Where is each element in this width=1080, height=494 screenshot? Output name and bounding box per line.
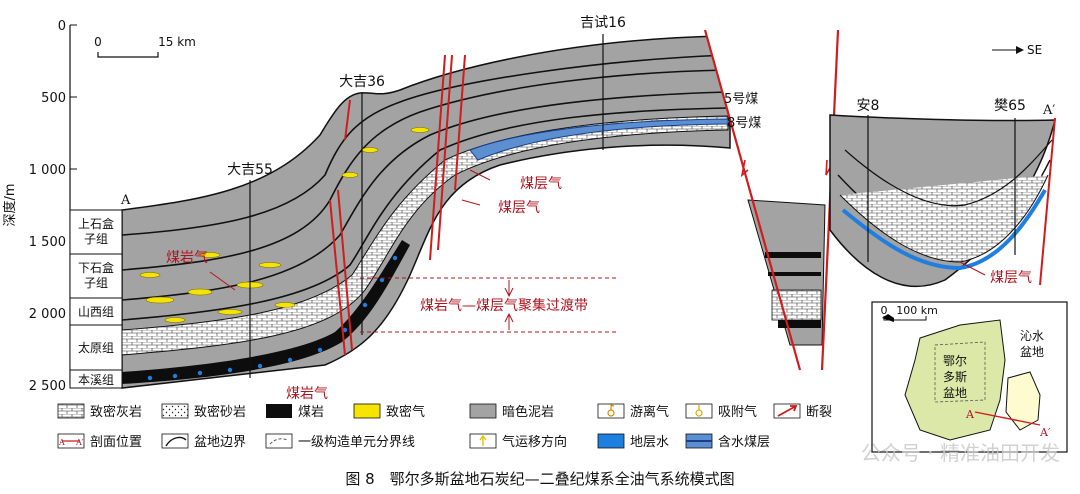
annotation-tight-gas-2: 煤岩气 (286, 386, 328, 402)
annotation-cbm-2: 煤层气 (498, 200, 540, 216)
formation-taiyuan: 太原组 (78, 340, 114, 355)
legend-section-a: A (58, 438, 65, 447)
axis-tick-2500: 2 500 (29, 379, 66, 394)
fault-icon (777, 405, 798, 417)
well-daji36: 大吉36 (339, 74, 385, 90)
legend-section-a-prime: A′ (75, 438, 84, 447)
formation-shanxi: 山西组 (78, 305, 114, 319)
section-end-a-prime: A′ (1042, 103, 1055, 118)
section-end-a: A (120, 193, 131, 208)
middle-wedge-section (703, 29, 840, 371)
axis-label: 深度/m (2, 183, 18, 226)
inset-a: A (965, 408, 975, 421)
well-jishi16: 吉试16 (580, 15, 626, 31)
formation-lower-shihezi: 下石盒子组 (77, 261, 114, 290)
annotation-cbm-1: 煤层气 (520, 176, 562, 192)
transition-zone-lines (360, 277, 616, 333)
legend-label-free-gas: 游离气 (630, 404, 669, 420)
legend-swatch-dots (161, 403, 189, 419)
direction-arrow: SE (992, 43, 1042, 57)
limestone-band (121, 115, 729, 356)
coal-seam-5: 5号煤 (724, 92, 758, 107)
legend-label-adsorbed-gas: 吸附气 (718, 404, 757, 420)
arrow-up-icon (479, 434, 487, 446)
inset-a-prime: A′ (1039, 426, 1051, 439)
legend-label-water-coal: 含水煤层 (718, 434, 770, 450)
depth-axis: 0 500 1 000 1 500 2 000 2 500 深度/m (2, 19, 77, 394)
basin-boundary-icon (165, 436, 187, 447)
inset-basin-line-3: 盆地 (943, 386, 967, 400)
right-basin-section (829, 114, 1056, 288)
axis-tick-1000: 1 000 (29, 163, 66, 178)
formation-benxi: 本溪组 (78, 373, 114, 387)
direction-label: SE (1027, 43, 1042, 57)
legend-label-gas-migration: 气运移方向 (502, 434, 567, 450)
legend-label-tight-gas: 致密气 (386, 404, 425, 420)
inset-scale-end: 100 km (896, 304, 938, 317)
axis-tick-500: 500 (41, 91, 66, 106)
annotation-tight-gas-1: 煤岩气 (166, 250, 208, 266)
ordos-basin-shape (904, 319, 1006, 441)
legend-label-mudstone: 暗色泥岩 (502, 404, 554, 420)
legend-label-unit-boundary: 一级构造单元分界线 (298, 435, 415, 450)
legend: 致密灰岩 致密砂岩 煤岩 致密气 暗色泥岩 游离气 吸附气 断裂 A A′ 剖面… (57, 403, 832, 450)
annotation-transition-zone: 煤岩气—煤层气聚集过渡带 (420, 297, 588, 314)
free-gas-icon (607, 404, 615, 417)
main-cross-section (121, 34, 731, 389)
scale-end: 15 km (158, 35, 196, 49)
formation-column: 上石盒子组 下石盒子组 山西组 太原组 本溪组 (69, 209, 123, 389)
formation-upper-shihezi: 上石盒子组 (77, 217, 114, 246)
inset-qinshui-line-2: 盆地 (1020, 345, 1044, 359)
coal-seam-8: 8号煤 (727, 116, 761, 131)
scale-bar: 0 15 km (94, 35, 196, 58)
inset-map: 0 100 km 鄂尔 多斯 盆地 沁水 盆地 A A′ (871, 301, 1068, 453)
section-line-icon: A A′ (58, 438, 84, 447)
legend-label-section-position: 剖面位置 (90, 435, 142, 450)
inset-basin-line-1: 鄂尔 (943, 353, 967, 368)
legend-label-formation-water: 地层水 (630, 435, 669, 450)
adsorbed-gas-icon (695, 405, 703, 417)
inset-qinshui-line-1: 沁水 (1020, 329, 1044, 343)
unit-boundary-icon (269, 438, 289, 445)
inset-basin-line-2: 多斯 (943, 370, 967, 384)
legend-label-coal: 煤岩 (298, 405, 324, 420)
inset-scale-start: 0 (881, 304, 888, 317)
legend-swatch-tight-gas (353, 403, 381, 419)
legend-swatch-mudstone (469, 403, 497, 419)
legend-label-tight-limestone: 致密灰岩 (90, 404, 142, 420)
well-an8: 安8 (857, 98, 880, 114)
legend-label-basin-boundary: 盆地边界 (194, 435, 246, 450)
well-fan65: 樊65 (994, 98, 1026, 114)
axis-tick-1500: 1 500 (29, 235, 66, 250)
mudstone-body (121, 35, 731, 389)
scale-start: 0 (94, 35, 102, 49)
legend-label-fault: 断裂 (806, 405, 832, 420)
legend-swatch-water (597, 433, 625, 449)
annotation-cbm-3: 煤层气 (990, 270, 1032, 286)
water-coal-band (469, 118, 729, 161)
figure-caption: 图 8 鄂尔多斯盆地石炭纪—二叠纪煤系全油气系统模式图 (345, 470, 734, 488)
legend-swatch-coal (266, 404, 292, 418)
legend-swatch-brick (57, 403, 85, 419)
legend-label-tight-sandstone: 致密砂岩 (194, 404, 246, 420)
lower-coal-band (122, 240, 410, 384)
qinshui-basin-shape (1005, 371, 1041, 431)
well-daji55: 大吉55 (227, 162, 273, 178)
axis-tick-2000: 2 000 (29, 307, 66, 322)
axis-tick-0: 0 (58, 19, 66, 34)
watermark: 公众号 · 精准油田开发 (861, 441, 1060, 465)
